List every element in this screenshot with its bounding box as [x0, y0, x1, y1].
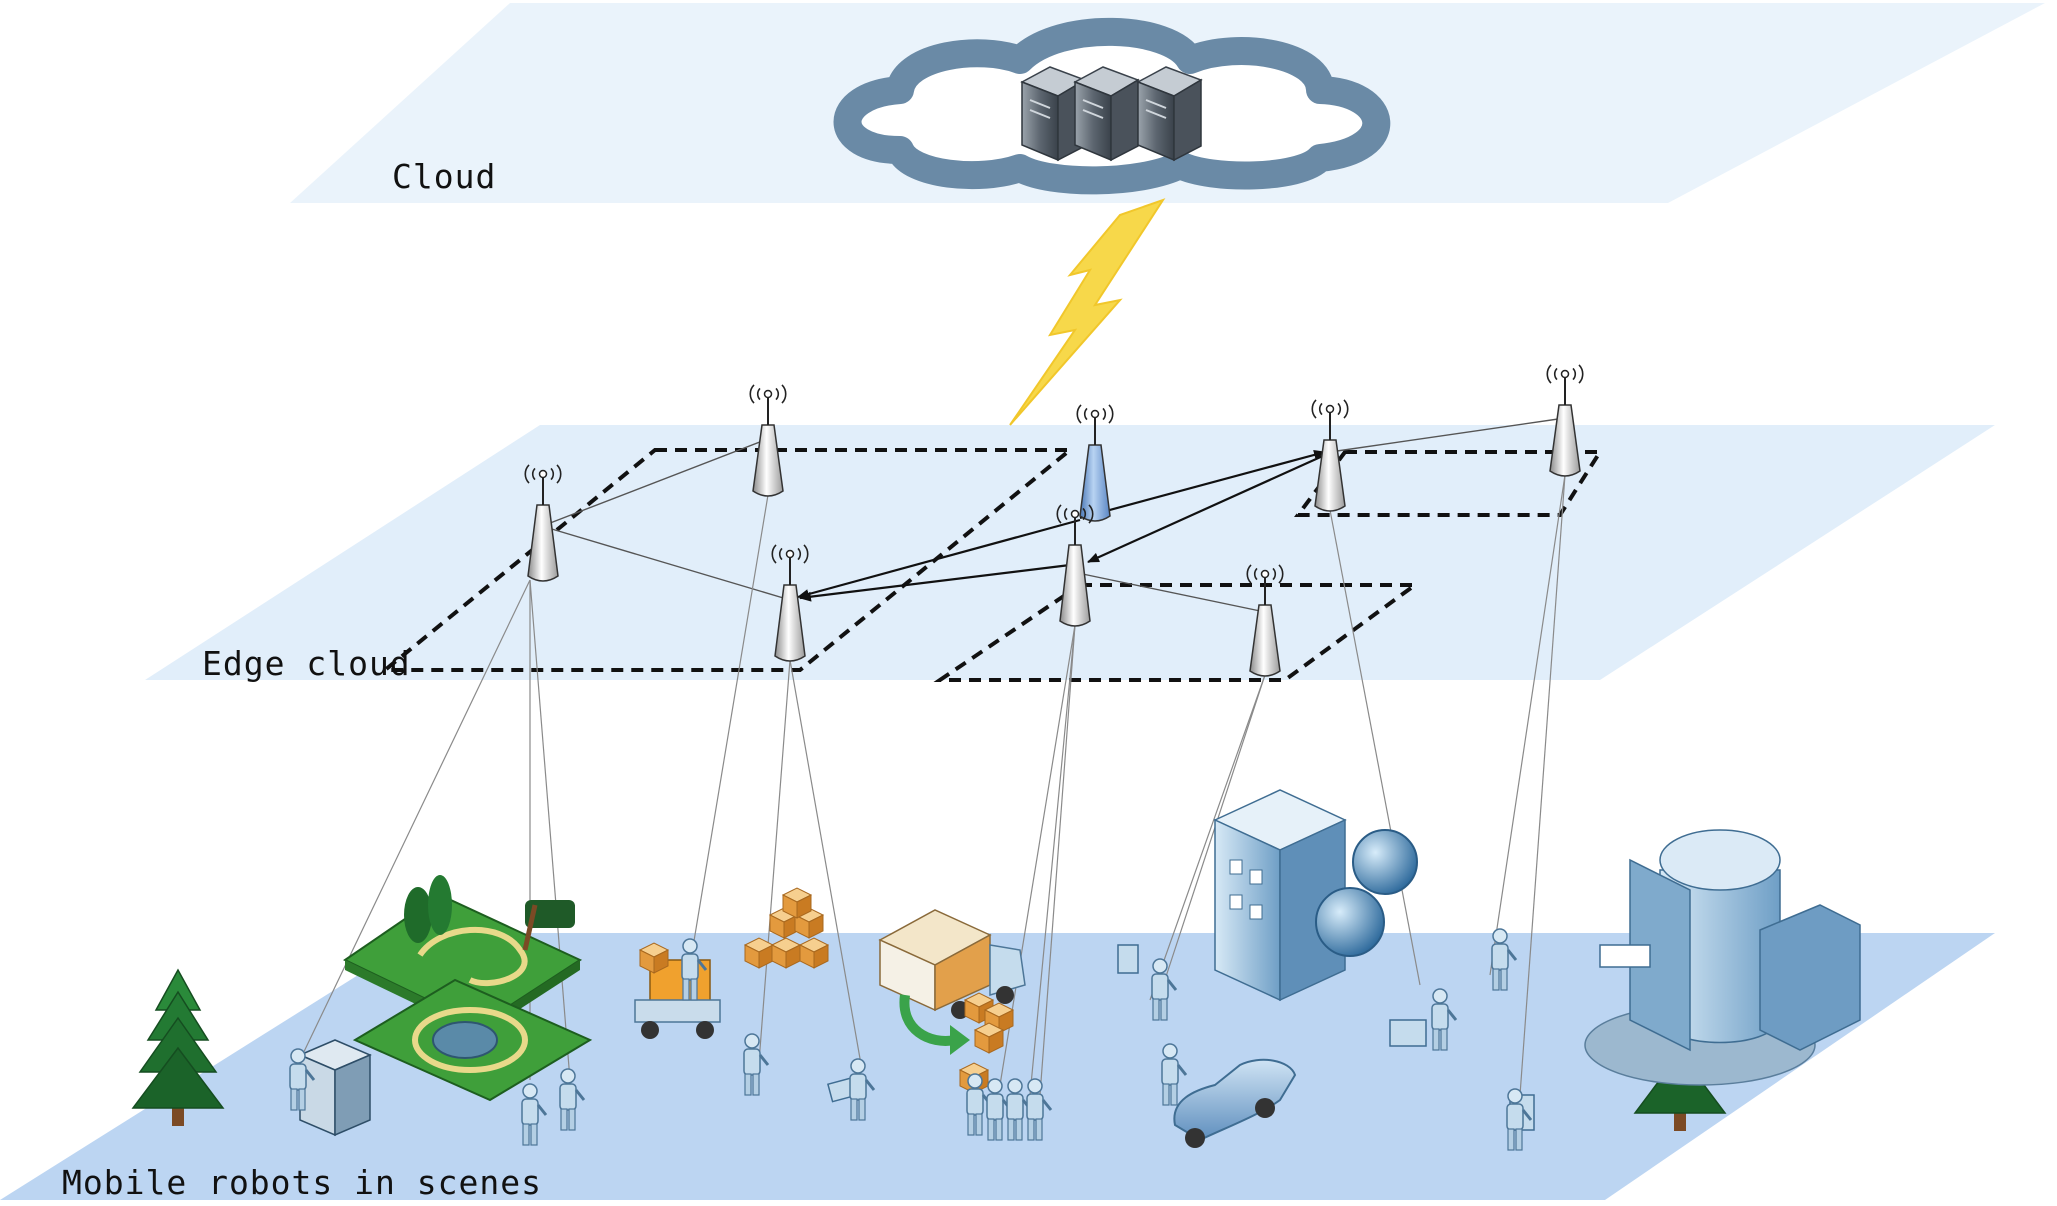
- scene-layer-label: Mobile robots in scenes: [62, 1163, 542, 1202]
- globe-icon: [1315, 887, 1385, 957]
- truck-icon: [878, 909, 1026, 1055]
- arrow-link: [797, 518, 1081, 599]
- link-line: [544, 439, 766, 526]
- downlink-line: [1154, 674, 1266, 1011]
- downlink-line: [689, 494, 769, 966]
- building-icon: [1584, 829, 1861, 1086]
- downlink-line: [1489, 474, 1566, 976]
- link-line: [1072, 571, 1266, 613]
- lightning-icon: [1009, 198, 1166, 426]
- antenna-tower-icon: [1311, 399, 1349, 512]
- antenna-tower-icon: [1076, 404, 1114, 522]
- antenna-tower-icon: [749, 384, 787, 497]
- arrow-link: [1079, 450, 1326, 520]
- cart-icon: [1389, 1019, 1427, 1047]
- building-icon: [1213, 789, 1347, 1002]
- downlink-line: [1039, 624, 1076, 1096]
- downlink-line: [789, 659, 863, 1071]
- link-line: [1329, 417, 1566, 453]
- arrow-link: [1087, 453, 1326, 564]
- downlink-line: [299, 579, 531, 1061]
- car-icon: [1173, 1058, 1297, 1148]
- antenna-tower-icon: [1056, 504, 1094, 627]
- coverage-region-3: [1294, 450, 1604, 517]
- antenna-tower-icon: [1246, 564, 1284, 677]
- downlink-line: [529, 579, 571, 1081]
- downlink-line: [1519, 474, 1566, 1096]
- park-icon: [343, 875, 593, 1102]
- antenna-tower-icon: [771, 544, 809, 662]
- server-icon: [1136, 66, 1203, 162]
- globe-icon: [1352, 829, 1418, 895]
- pine-tree-icon: [132, 969, 224, 1127]
- kiosk-icon: [1117, 944, 1139, 974]
- link-line: [544, 526, 791, 601]
- coverage-region-1: [379, 448, 1076, 672]
- downlink-line: [1329, 509, 1421, 986]
- downlink-line: [757, 659, 791, 1076]
- cloud-layer-label: Cloud: [392, 157, 497, 196]
- edge-cloud-layer-label: Edge cloud: [202, 644, 411, 683]
- server-icon: [1073, 66, 1140, 162]
- antenna-tower-icon: [524, 464, 562, 582]
- downlink-line: [1029, 624, 1076, 1096]
- locker-icon: [298, 1039, 372, 1137]
- arrow-link: [799, 563, 1071, 602]
- downlink-line: [999, 624, 1076, 1086]
- antenna-tower-icon: [1546, 364, 1584, 477]
- coverage-region-2: [933, 583, 1422, 682]
- downlink-line: [1149, 674, 1266, 1001]
